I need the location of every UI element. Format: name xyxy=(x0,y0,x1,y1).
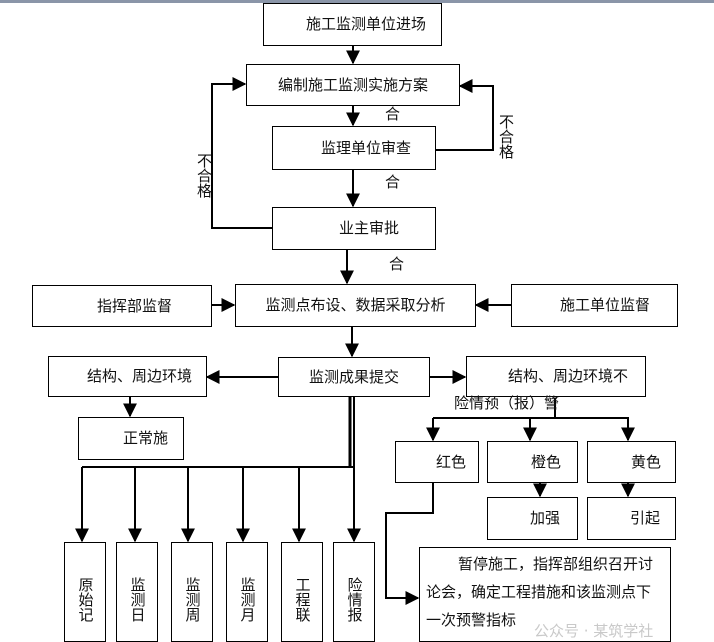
node-stop-construction: 暂停施工，指挥部组织召开讨 论会，确定工程措施和该监测点下 一次预警指标 xyxy=(419,547,671,642)
arrow-red-to-stop xyxy=(385,483,434,605)
node-submit-results: 监测成果提交 xyxy=(278,357,430,397)
loop-review-reject xyxy=(436,79,494,151)
label-fail-left: 不合格 xyxy=(195,153,213,198)
label-fail-right: 不合格 xyxy=(497,114,515,159)
node-supervisor-review: 监理单位审查 xyxy=(272,126,436,170)
report-hazard: 险情报 xyxy=(333,542,375,642)
node-owner-approval: 业主审批 xyxy=(272,207,436,250)
node-strengthen: 加强 xyxy=(487,497,578,540)
report-daily: 监测日 xyxy=(116,542,158,642)
stop-line-1: 暂停施工，指挥部组织召开讨 xyxy=(458,555,654,573)
node-cause: 引起 xyxy=(587,497,676,540)
node-yellow: 黄色 xyxy=(587,441,676,483)
node-normal-construction: 正常施 xyxy=(78,417,184,460)
node-env-normal: 结构、周边环境 xyxy=(48,356,207,397)
node-env-abnormal: 结构、周边环境不 xyxy=(466,356,646,397)
label-warning: 险情预（报）警 xyxy=(454,394,560,412)
label-pass-2: 合 xyxy=(385,173,401,191)
label-pass-1: 合 xyxy=(385,105,401,123)
arrow-to-yellow xyxy=(555,417,635,442)
loop-approval-reject xyxy=(211,77,272,229)
report-monthly: 监测月 xyxy=(226,542,268,642)
window-top-bar xyxy=(0,0,714,3)
node-monitoring: 监测点布设、数据采取分析 xyxy=(235,284,476,327)
stop-line-3: 一次预警指标 xyxy=(426,611,517,629)
node-red: 红色 xyxy=(395,441,479,483)
watermark: 公众号 · 某筑学社 xyxy=(534,622,654,640)
stop-line-2: 论会，确定工程措施和该监测点下 xyxy=(426,583,652,601)
report-original-record: 原始记 xyxy=(64,542,106,642)
label-pass-3: 合 xyxy=(389,255,405,273)
node-contractor-supervision: 施工单位监督 xyxy=(511,284,678,327)
report-weekly: 监测周 xyxy=(171,542,213,642)
node-hq-supervision: 指挥部监督 xyxy=(32,285,212,327)
report-contact: 工程联 xyxy=(281,542,323,642)
node-orange: 橙色 xyxy=(487,441,578,483)
node-plan: 编制施工监测实施方案 xyxy=(246,64,460,106)
node-entry: 施工监测单位进场 xyxy=(263,3,442,46)
